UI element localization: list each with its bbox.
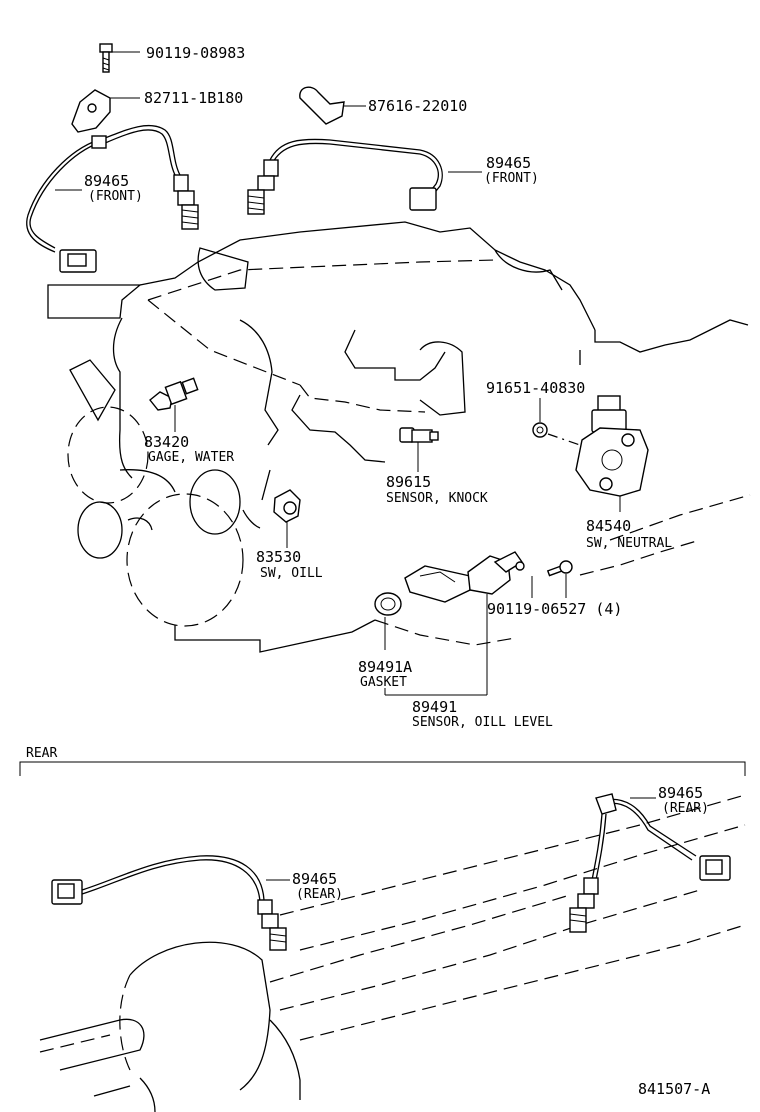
name-83530: SW, OILL [260,566,323,581]
note-rear-right: (REAR) [662,801,709,816]
bolt-91651-icon [532,398,581,446]
name-89491: SENSOR, OILL LEVEL [412,715,553,730]
bolt-90119-08983-icon [99,43,140,73]
knock-sensor-89615-icon [399,427,439,472]
water-temp-sender-83420-icon [149,377,199,432]
label-89465-rear-right: 89465 [658,784,703,802]
label-90119-06527: 90119-06527 (4) [487,600,622,618]
oil-pressure-switch-83530-icon [273,489,301,548]
name-89491a: GASKET [360,675,407,690]
label-84540: 84540 [586,517,631,535]
figure-id: 841507-A [638,1080,710,1098]
name-89615: SENSOR, KNOCK [386,491,488,506]
label-89465-rear-left: 89465 [292,870,337,888]
note-front-left: (FRONT) [88,189,143,204]
label-89465-front-left: 89465 [84,172,129,190]
neutral-switch-84540-icon [575,395,649,512]
oxygen-sensor-front-right [247,138,482,215]
label-89491: 89491 [412,698,457,716]
label-91651-40830: 91651-40830 [486,379,585,397]
name-84540: SW, NEUTRAL [586,536,672,551]
section-title-rear: REAR [26,746,57,761]
gasket-89491a-icon [374,592,487,696]
clamp-87616-icon [299,86,366,125]
label-87616-22010: 87616-22010 [368,97,467,115]
engine-outline [47,221,751,653]
rear-section-bracket [19,761,746,776]
label-89615: 89615 [386,473,431,491]
oil-level-sensor-89491-icon [404,551,525,695]
oxygen-sensor-front-left [26,124,199,273]
bolt-90119-06527-icon [531,560,573,598]
oxygen-sensor-rear-left [51,855,290,951]
bracket-82711-icon [71,89,140,133]
label-90119-08983: 90119-08983 [146,44,245,62]
label-89491a: 89491A [358,658,412,676]
note-front-right: (FRONT) [484,171,539,186]
note-rear-left: (REAR) [296,887,343,902]
exhaust-outline-rear [39,794,746,1112]
label-83530: 83530 [256,548,301,566]
label-83420: 83420 [144,433,189,451]
oxygen-sensor-rear-right [569,793,731,933]
label-89465-front-right: 89465 [486,154,531,172]
label-82711-1b180: 82711-1B180 [144,89,243,107]
name-83420: GAGE, WATER [148,450,234,465]
